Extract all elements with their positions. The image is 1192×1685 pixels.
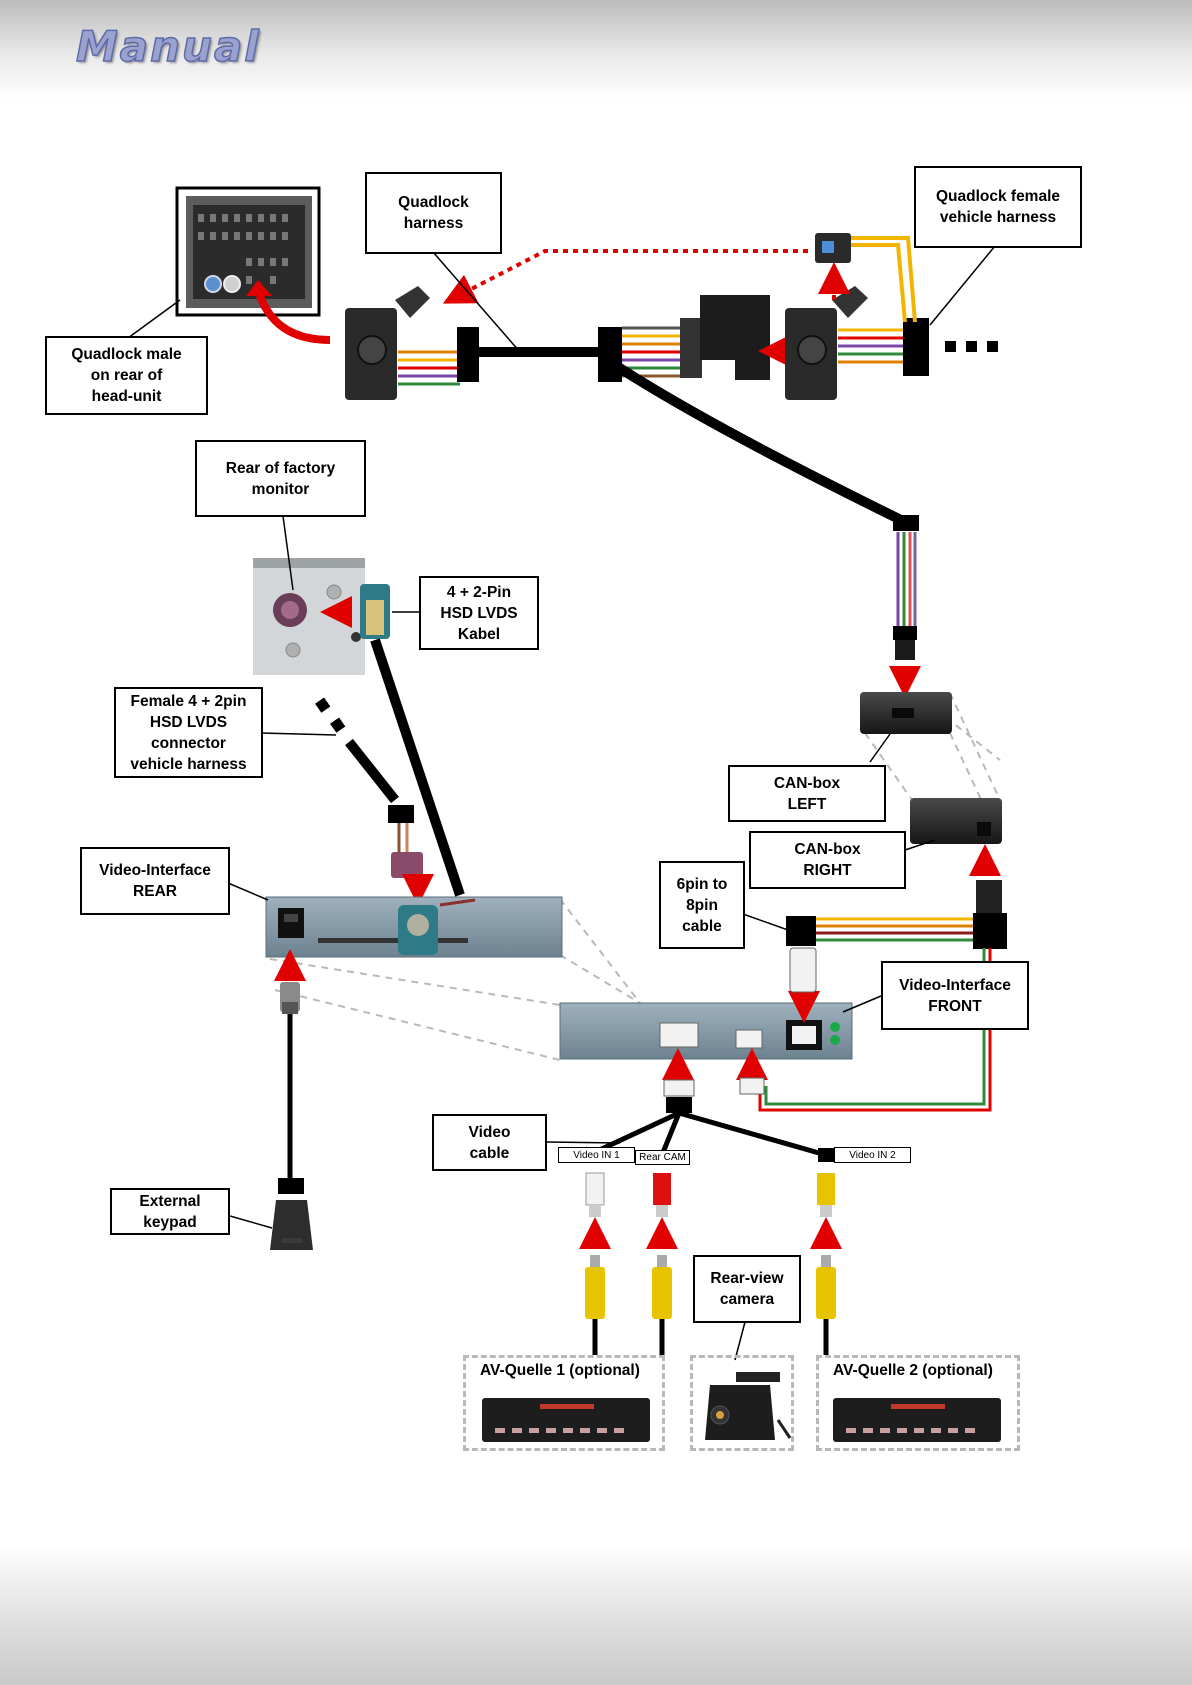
av-source-2-box bbox=[816, 1355, 1020, 1451]
label-can-box-left: CAN-box LEFT bbox=[728, 765, 886, 822]
female-hsd-connector bbox=[315, 697, 434, 906]
label-six-to-eight-pin: 6pin to 8pin cable bbox=[659, 861, 745, 949]
label-video-interface-front: Video-Interface FRONT bbox=[881, 961, 1029, 1030]
header-band bbox=[0, 0, 1192, 100]
label-can-box-right: CAN-box RIGHT bbox=[749, 831, 906, 889]
rear-view-camera-box bbox=[690, 1355, 794, 1451]
label-quadlock-female: Quadlock female vehicle harness bbox=[914, 166, 1082, 248]
label-female-hsd: Female 4 + 2pin HSD LVDS connector vehic… bbox=[114, 687, 263, 778]
av-source-1-device bbox=[482, 1398, 650, 1442]
leader-lines bbox=[127, 245, 996, 1361]
label-video-cable: Video cable bbox=[432, 1114, 547, 1171]
factory-monitor-rear bbox=[253, 558, 465, 897]
footer-band bbox=[0, 1545, 1192, 1685]
label-external-keypad: External keypad bbox=[110, 1188, 230, 1235]
av-source-1-title: AV-Quelle 1 (optional) bbox=[480, 1362, 640, 1379]
video-interface-front bbox=[559, 991, 853, 1080]
rear-view-camera-device bbox=[705, 1372, 792, 1440]
av-source-1-box bbox=[463, 1355, 665, 1451]
av-source-2-device bbox=[833, 1398, 1001, 1442]
tag-video-in-1: Video IN 1 bbox=[558, 1147, 635, 1163]
label-rear-view-camera: Rear-view camera bbox=[693, 1255, 801, 1323]
label-quadlock-harness: Quadlock harness bbox=[365, 172, 502, 254]
manual-logo: Manual bbox=[75, 21, 261, 72]
can-box-right bbox=[910, 798, 1002, 876]
video-interface-rear bbox=[265, 896, 563, 1250]
head-unit-quadlock-male bbox=[175, 186, 331, 344]
label-quadlock-male: Quadlock male on rear of head-unit bbox=[45, 336, 208, 415]
can-box-left bbox=[860, 692, 952, 734]
label-video-interface-rear: Video-Interface REAR bbox=[80, 847, 230, 915]
av-source-2-title: AV-Quelle 2 (optional) bbox=[833, 1362, 993, 1379]
tag-video-in-2: Video IN 2 bbox=[834, 1147, 911, 1163]
tag-rear-cam: Rear CAM bbox=[635, 1150, 690, 1165]
label-hsd-cable: 4 + 2-Pin HSD LVDS Kabel bbox=[419, 576, 539, 650]
video-cable bbox=[579, 1079, 842, 1355]
quadlock-harness bbox=[345, 233, 998, 698]
label-rear-factory-monitor: Rear of factory monitor bbox=[195, 440, 366, 517]
